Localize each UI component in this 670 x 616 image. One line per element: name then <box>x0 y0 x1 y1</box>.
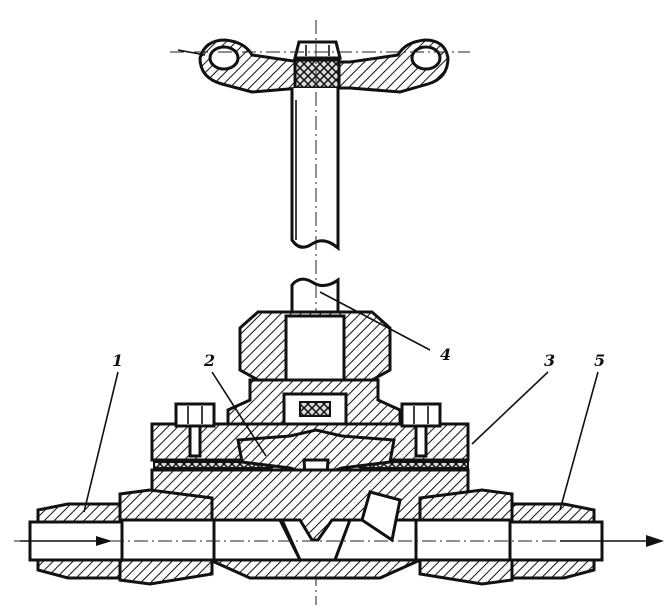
callout-labels: 1 2 3 4 5 <box>112 345 605 370</box>
outlet-arrow-icon <box>646 535 664 547</box>
bonnet <box>226 310 402 436</box>
right-union <box>414 488 604 586</box>
stem-upper <box>290 88 340 252</box>
callout-4: 4 <box>440 345 451 364</box>
callout-1: 1 <box>112 351 123 370</box>
left-union <box>28 488 216 586</box>
callout-5: 5 <box>594 351 605 370</box>
handwheel <box>170 38 470 94</box>
leader-lines <box>83 49 599 513</box>
valve-body <box>150 468 470 580</box>
flow-axis <box>14 535 664 547</box>
inlet-arrow-icon <box>96 536 112 546</box>
callout-3: 3 <box>544 351 555 370</box>
callout-2: 2 <box>203 351 215 370</box>
